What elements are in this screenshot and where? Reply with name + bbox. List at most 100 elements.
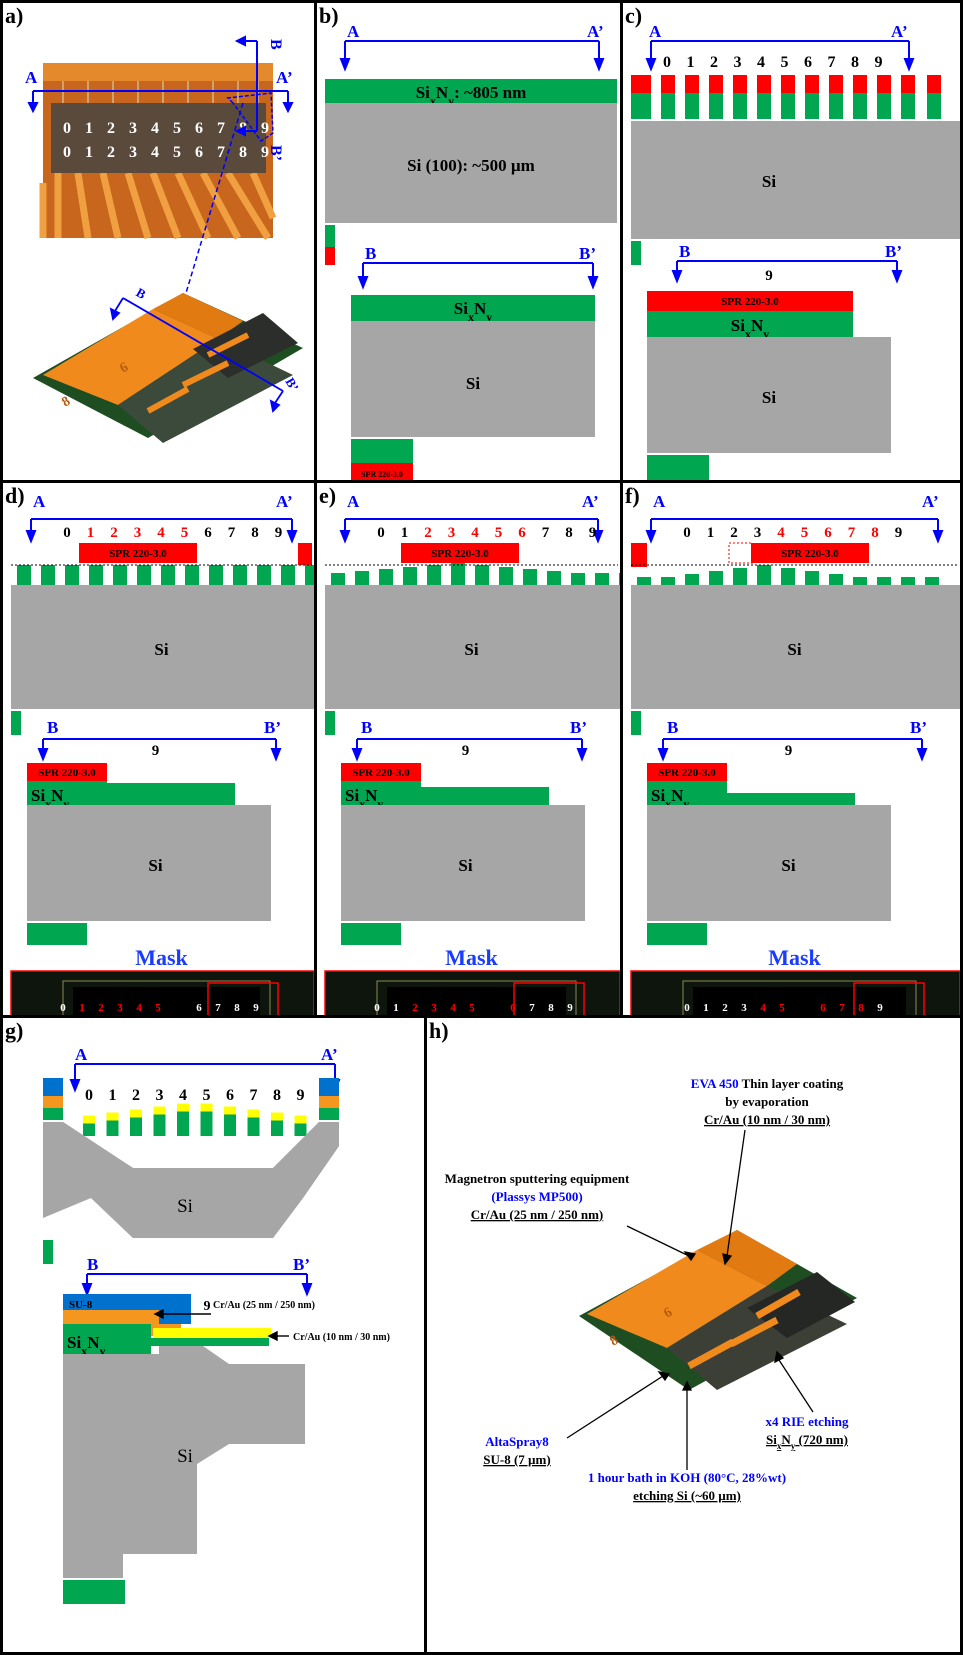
digit-label: 3 [754, 525, 762, 541]
digit-label: 9 [275, 525, 283, 541]
sin-pillar [547, 571, 561, 585]
gold-traces [39, 171, 277, 240]
spr-layer-section-B [341, 763, 421, 781]
panel-label: e) [319, 483, 337, 508]
sin-pillar [331, 573, 345, 585]
mask-digit: 8 [548, 1002, 554, 1014]
mask-digit: 1 [393, 1002, 399, 1014]
digit-label: 3 [448, 525, 456, 541]
label-B: B [679, 242, 690, 261]
digit-label: 2 [710, 54, 718, 71]
digit-label: 8 [273, 1087, 281, 1104]
sin-pillar [733, 568, 747, 585]
spr-layer [647, 291, 853, 311]
rie-line2: SixNy (720 nm) [766, 1432, 848, 1451]
sin-pillar [733, 93, 747, 119]
mask-digit: 1 [79, 1002, 85, 1014]
digit-label: 1 [401, 525, 409, 541]
mask-digit: 1 [703, 1002, 709, 1014]
sin-pillar [499, 567, 513, 585]
section-arrow-BB [234, 35, 258, 137]
mask-digit: 6 [820, 1002, 826, 1014]
digit-nine: 9 [765, 268, 773, 284]
mask-digit: 2 [98, 1002, 104, 1014]
digit-label: 0 [63, 120, 71, 137]
resist-block [805, 75, 819, 93]
sin-pillar [853, 93, 867, 119]
label-A: A [347, 492, 360, 511]
sin-pillar [927, 93, 941, 119]
panel-b: b) A A’ SixNy: ~805 nm Si (100): ~500 µm… [314, 0, 623, 483]
spr-label: SPR 220-3.0 [38, 767, 96, 779]
mask-title: Mask [135, 945, 188, 970]
arrow-AA [339, 40, 605, 72]
digit-label: 9 [297, 1087, 305, 1104]
label-A: A [33, 492, 46, 511]
si-label-section-B: Si [148, 856, 162, 875]
label-B: B [361, 718, 372, 737]
gold-cap [271, 1112, 283, 1121]
label-B-prime: B’ [267, 145, 284, 161]
crau-thick-label: Cr/Au (25 nm / 250 nm) [213, 1300, 315, 1311]
sin-cantilever [106, 1120, 119, 1136]
digit-label: 6 [804, 54, 812, 71]
label-A: A [75, 1045, 88, 1064]
spr-layer [751, 543, 869, 563]
label-B-prime: B’ [264, 718, 281, 737]
label-B-prime: B’ [885, 242, 902, 261]
mask-digit: 7 [839, 1002, 845, 1014]
resist-block [781, 75, 795, 93]
mask-digit: 3 [431, 1002, 437, 1014]
zoomed-die-view: 6 8 [33, 293, 303, 443]
mask-title: Mask [445, 945, 498, 970]
resist-block [901, 75, 915, 93]
magnetron-line3: Cr/Au (25 nm / 250 nm) [471, 1207, 604, 1222]
mask-digit: 4 [450, 1002, 456, 1014]
koh-line1: 1 hour bath in KOH (80°C, 28%wt) [588, 1470, 786, 1485]
digit-label: 5 [181, 525, 189, 541]
gold-cap [153, 1106, 166, 1115]
sin-pillar [475, 565, 489, 585]
digit-label: 6 [824, 525, 832, 541]
digit-label: 1 [85, 144, 93, 161]
digit-label: 1 [707, 525, 715, 541]
sin-pillar [781, 93, 795, 119]
digit-label: 6 [204, 525, 212, 541]
panel-label: h) [429, 1018, 449, 1043]
crau-thin-label: Cr/Au (10 nm / 30 nm) [293, 1332, 390, 1343]
si-label-section-B: Si [762, 388, 776, 407]
digit-label: 7 [828, 54, 836, 71]
arrow-BB [357, 262, 599, 290]
spr-bottom-layer [351, 463, 413, 480]
si-label: Si [154, 640, 168, 659]
spr-label: SPR 220-3.0 [658, 767, 716, 779]
resist-block [757, 75, 771, 93]
si-substrate [325, 585, 620, 709]
resist-block [927, 75, 941, 93]
label-B-prime: B’ [579, 244, 596, 263]
label-B-prime: B’ [570, 718, 587, 737]
mask-digit: 5 [155, 1002, 161, 1014]
resist-block [733, 75, 747, 93]
sin-pillar [709, 93, 723, 119]
panel-label: a) [5, 3, 24, 28]
digit-label: 3 [734, 54, 742, 71]
si-substrate [631, 585, 960, 709]
spr-label: SPR 220-3.0 [352, 767, 410, 779]
gold-cap [83, 1115, 95, 1124]
gold-cap [130, 1109, 142, 1118]
digit-label: 0 [377, 525, 385, 541]
sin-label: SixNy [67, 1333, 105, 1358]
spr-label: SPR 220-3.0 [361, 470, 403, 479]
digit-label: 4 [157, 525, 165, 541]
sin-pillar [403, 567, 417, 585]
sin-pillar [523, 569, 537, 585]
digit-label: 9 [895, 525, 903, 541]
